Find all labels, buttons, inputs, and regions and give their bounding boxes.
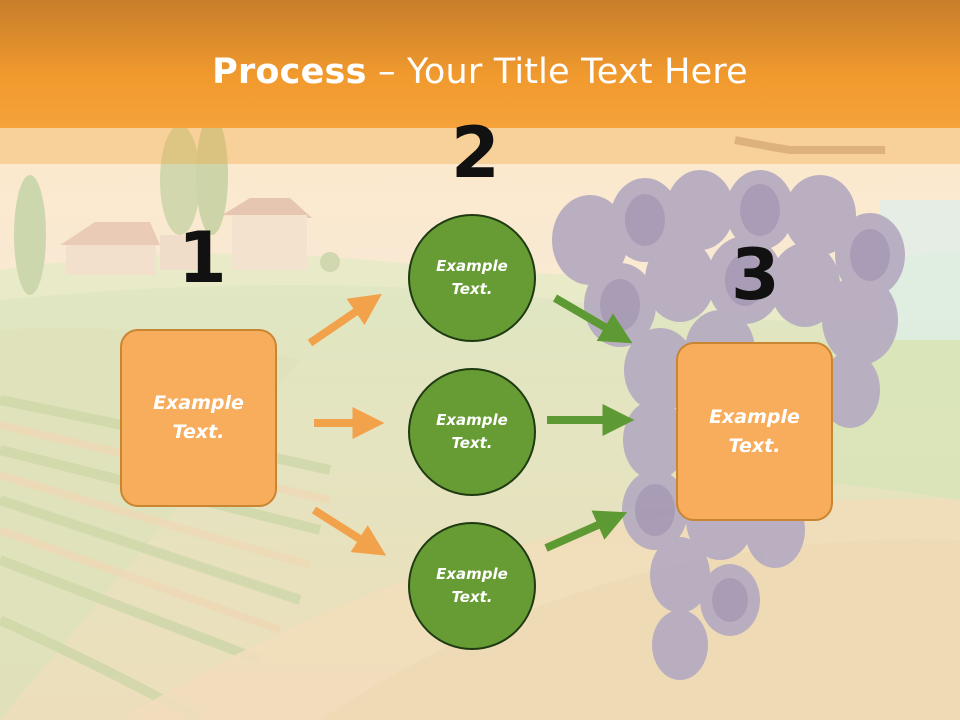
left-box-line1: Example <box>153 392 244 414</box>
circle-top-line2: Text. <box>451 280 493 298</box>
process-circle-bottom: Example Text. <box>408 522 536 650</box>
process-circle-middle: Example Text. <box>408 368 536 496</box>
slide-title: Process – Your Title Text Here <box>0 52 960 92</box>
left-process-box: Example Text. <box>120 329 277 507</box>
right-box-line2: Text. <box>728 434 781 457</box>
step-number-2: 2 <box>451 112 500 194</box>
green-arrow-top <box>552 294 633 344</box>
title-rest: – Your Title Text Here <box>366 52 748 92</box>
right-process-box: Example Text. <box>676 342 833 521</box>
orange-arrow-down <box>311 506 387 556</box>
circle-middle-line1: Example <box>436 411 508 429</box>
circle-bottom-line2: Text. <box>451 588 493 606</box>
left-box-line2: Text. <box>172 421 225 443</box>
circle-middle-line2: Text. <box>451 434 493 452</box>
circle-bottom-line1: Example <box>436 565 508 583</box>
green-arrow-bottom <box>544 510 628 552</box>
title-bold: Process <box>212 52 367 92</box>
circle-top-line1: Example <box>436 257 508 275</box>
step-number-3: 3 <box>731 234 780 316</box>
orange-arrow-up <box>307 293 382 347</box>
step-number-1: 1 <box>178 217 227 299</box>
right-box-line1: Example <box>709 405 800 428</box>
process-circle-top: Example Text. <box>408 214 536 342</box>
